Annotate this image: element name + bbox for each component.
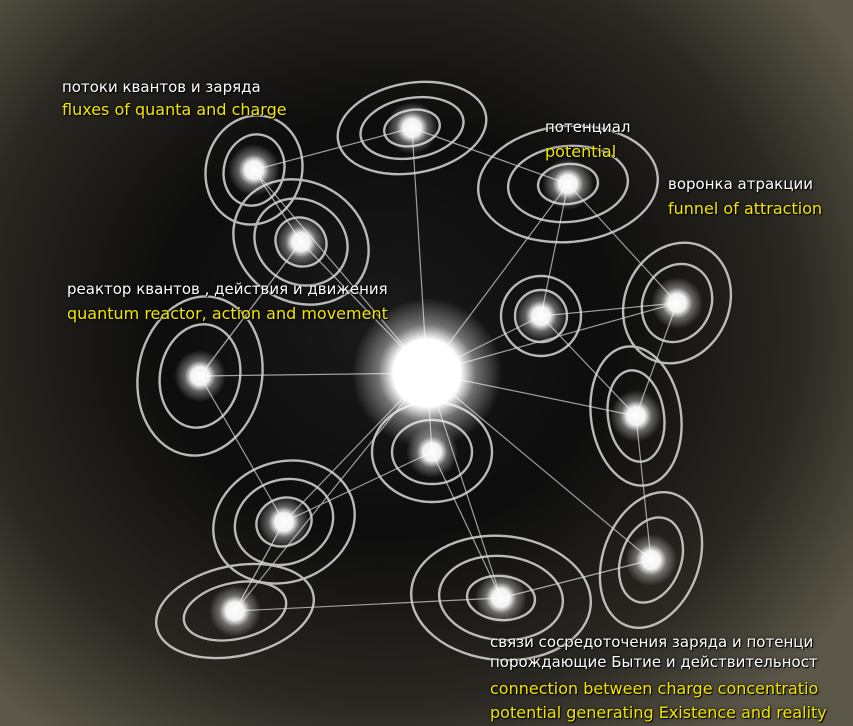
label-connections-ru-2: порождающие Бытие и действительност — [490, 655, 818, 670]
glowing-node — [275, 216, 327, 268]
label-potential-ru: потенциал — [545, 120, 631, 135]
glowing-node — [651, 277, 703, 329]
label-reactor-ru: реактор квантов , действия и движения — [67, 282, 388, 297]
glowing-node — [542, 158, 594, 210]
label-fluxes-ru: потоки квантов и заряда — [62, 80, 261, 95]
glowing-node — [228, 144, 280, 196]
link-line — [235, 598, 501, 611]
label-reactor-en: quantum reactor, action and movement — [67, 306, 388, 322]
glowing-node — [209, 585, 261, 637]
label-connections-ru-1: связи сосредоточения заряда и потенци — [490, 635, 813, 650]
label-funnel-ru: воронка атракции — [668, 177, 813, 192]
glowing-node — [515, 290, 567, 342]
label-connections-en-2: potential generating Existence and reali… — [490, 705, 827, 721]
glowing-node — [475, 572, 527, 624]
label-funnel-en: funnel of attraction — [668, 201, 822, 217]
glowing-node — [386, 102, 438, 154]
label-fluxes-en: fluxes of quanta and charge — [62, 102, 287, 118]
label-potential-en: potential — [545, 144, 616, 160]
glowing-node — [174, 350, 226, 402]
glowing-node — [258, 496, 310, 548]
label-connections-en-1: connection between charge concentratio — [490, 681, 818, 697]
glowing-node — [610, 390, 662, 442]
glowing-node — [625, 534, 677, 586]
